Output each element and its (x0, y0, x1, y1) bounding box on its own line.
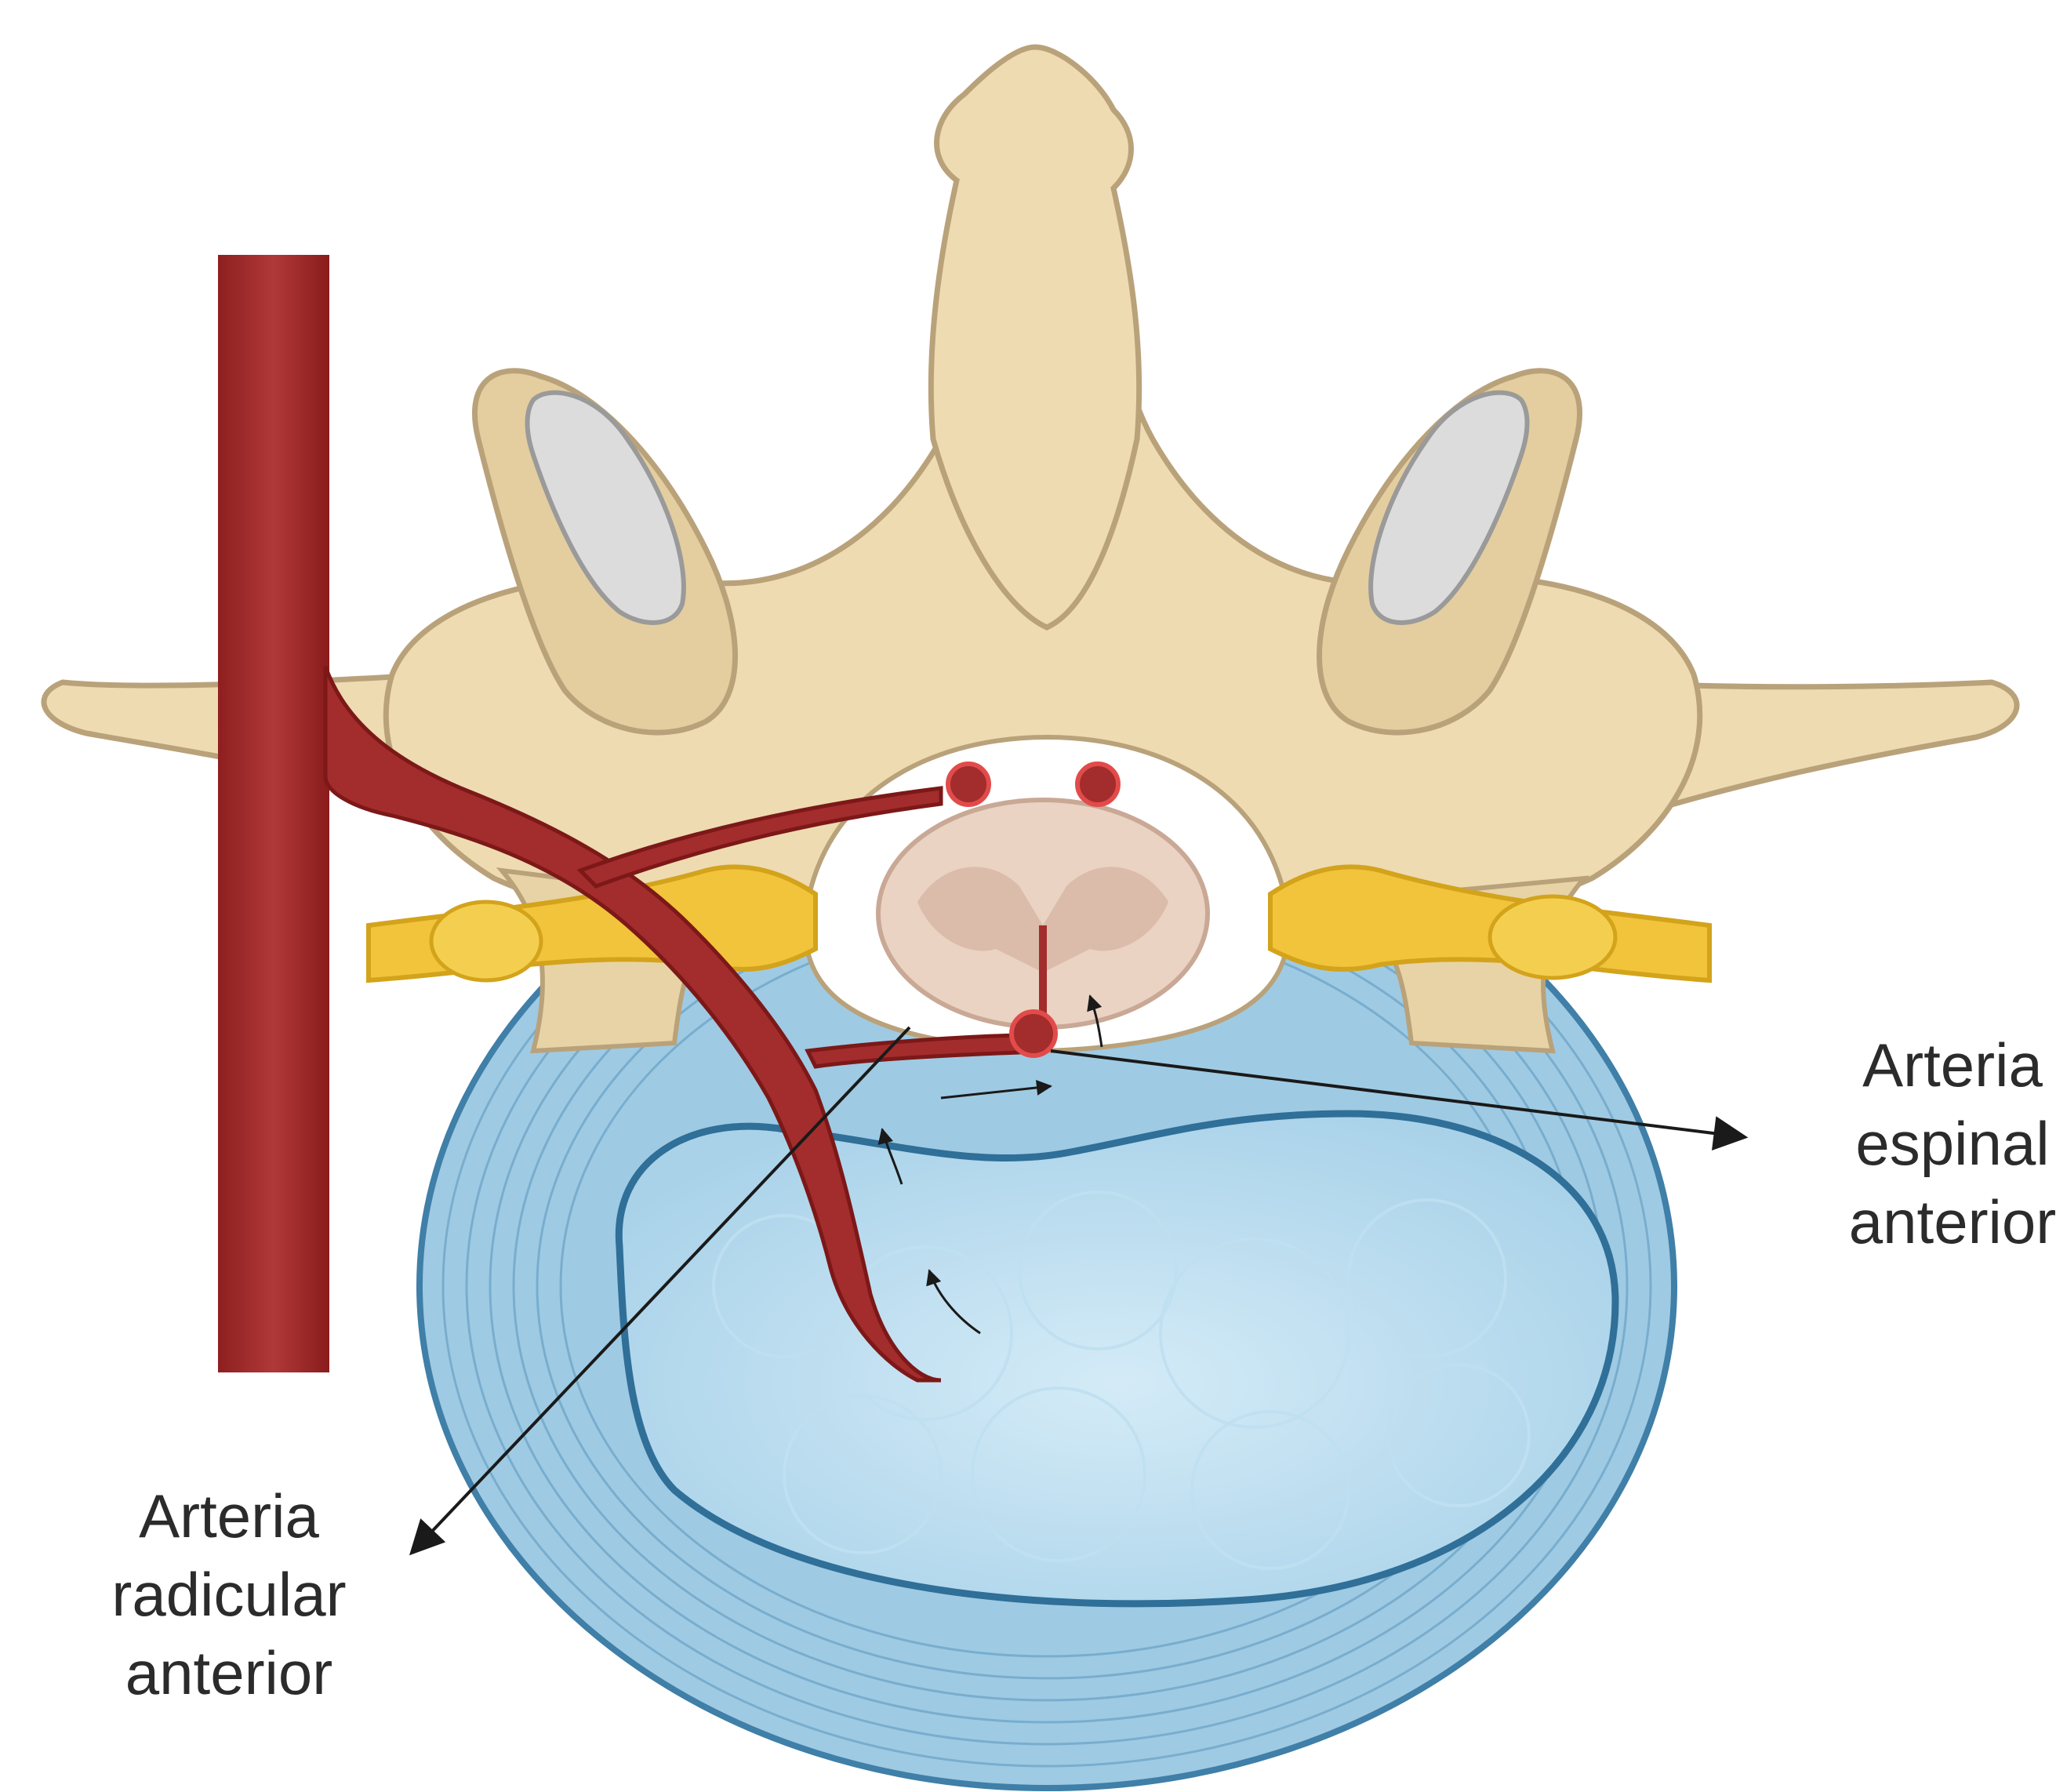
anterior-spinal-artery-dot (1012, 1012, 1055, 1056)
label-anterior-radicular-artery-line2: radicular (111, 1560, 346, 1629)
label-anterior-spinal-artery-line3: anterior (1849, 1187, 2056, 1256)
posterior-spinal-artery-left (948, 764, 989, 805)
disc-nucleus (619, 1114, 1615, 1604)
posterior-spinal-artery-right (1077, 764, 1118, 805)
right-ganglion (1490, 896, 1615, 978)
label-anterior-radicular-artery-line3: anterior (125, 1638, 332, 1707)
label-anterior-spinal-artery-line1: Arteria (1862, 1030, 2043, 1100)
label-anterior-spinal-artery: Arteria espinal anterior (1849, 1030, 2056, 1256)
aorta (218, 255, 329, 1372)
spinal-cord (878, 800, 1208, 1027)
label-anterior-radicular-artery: Arteria radicular anterior (111, 1481, 346, 1707)
label-anterior-spinal-artery-line2: espinal (1855, 1109, 2049, 1178)
label-anterior-radicular-artery-line1: Arteria (139, 1481, 319, 1550)
left-ganglion (431, 902, 541, 980)
